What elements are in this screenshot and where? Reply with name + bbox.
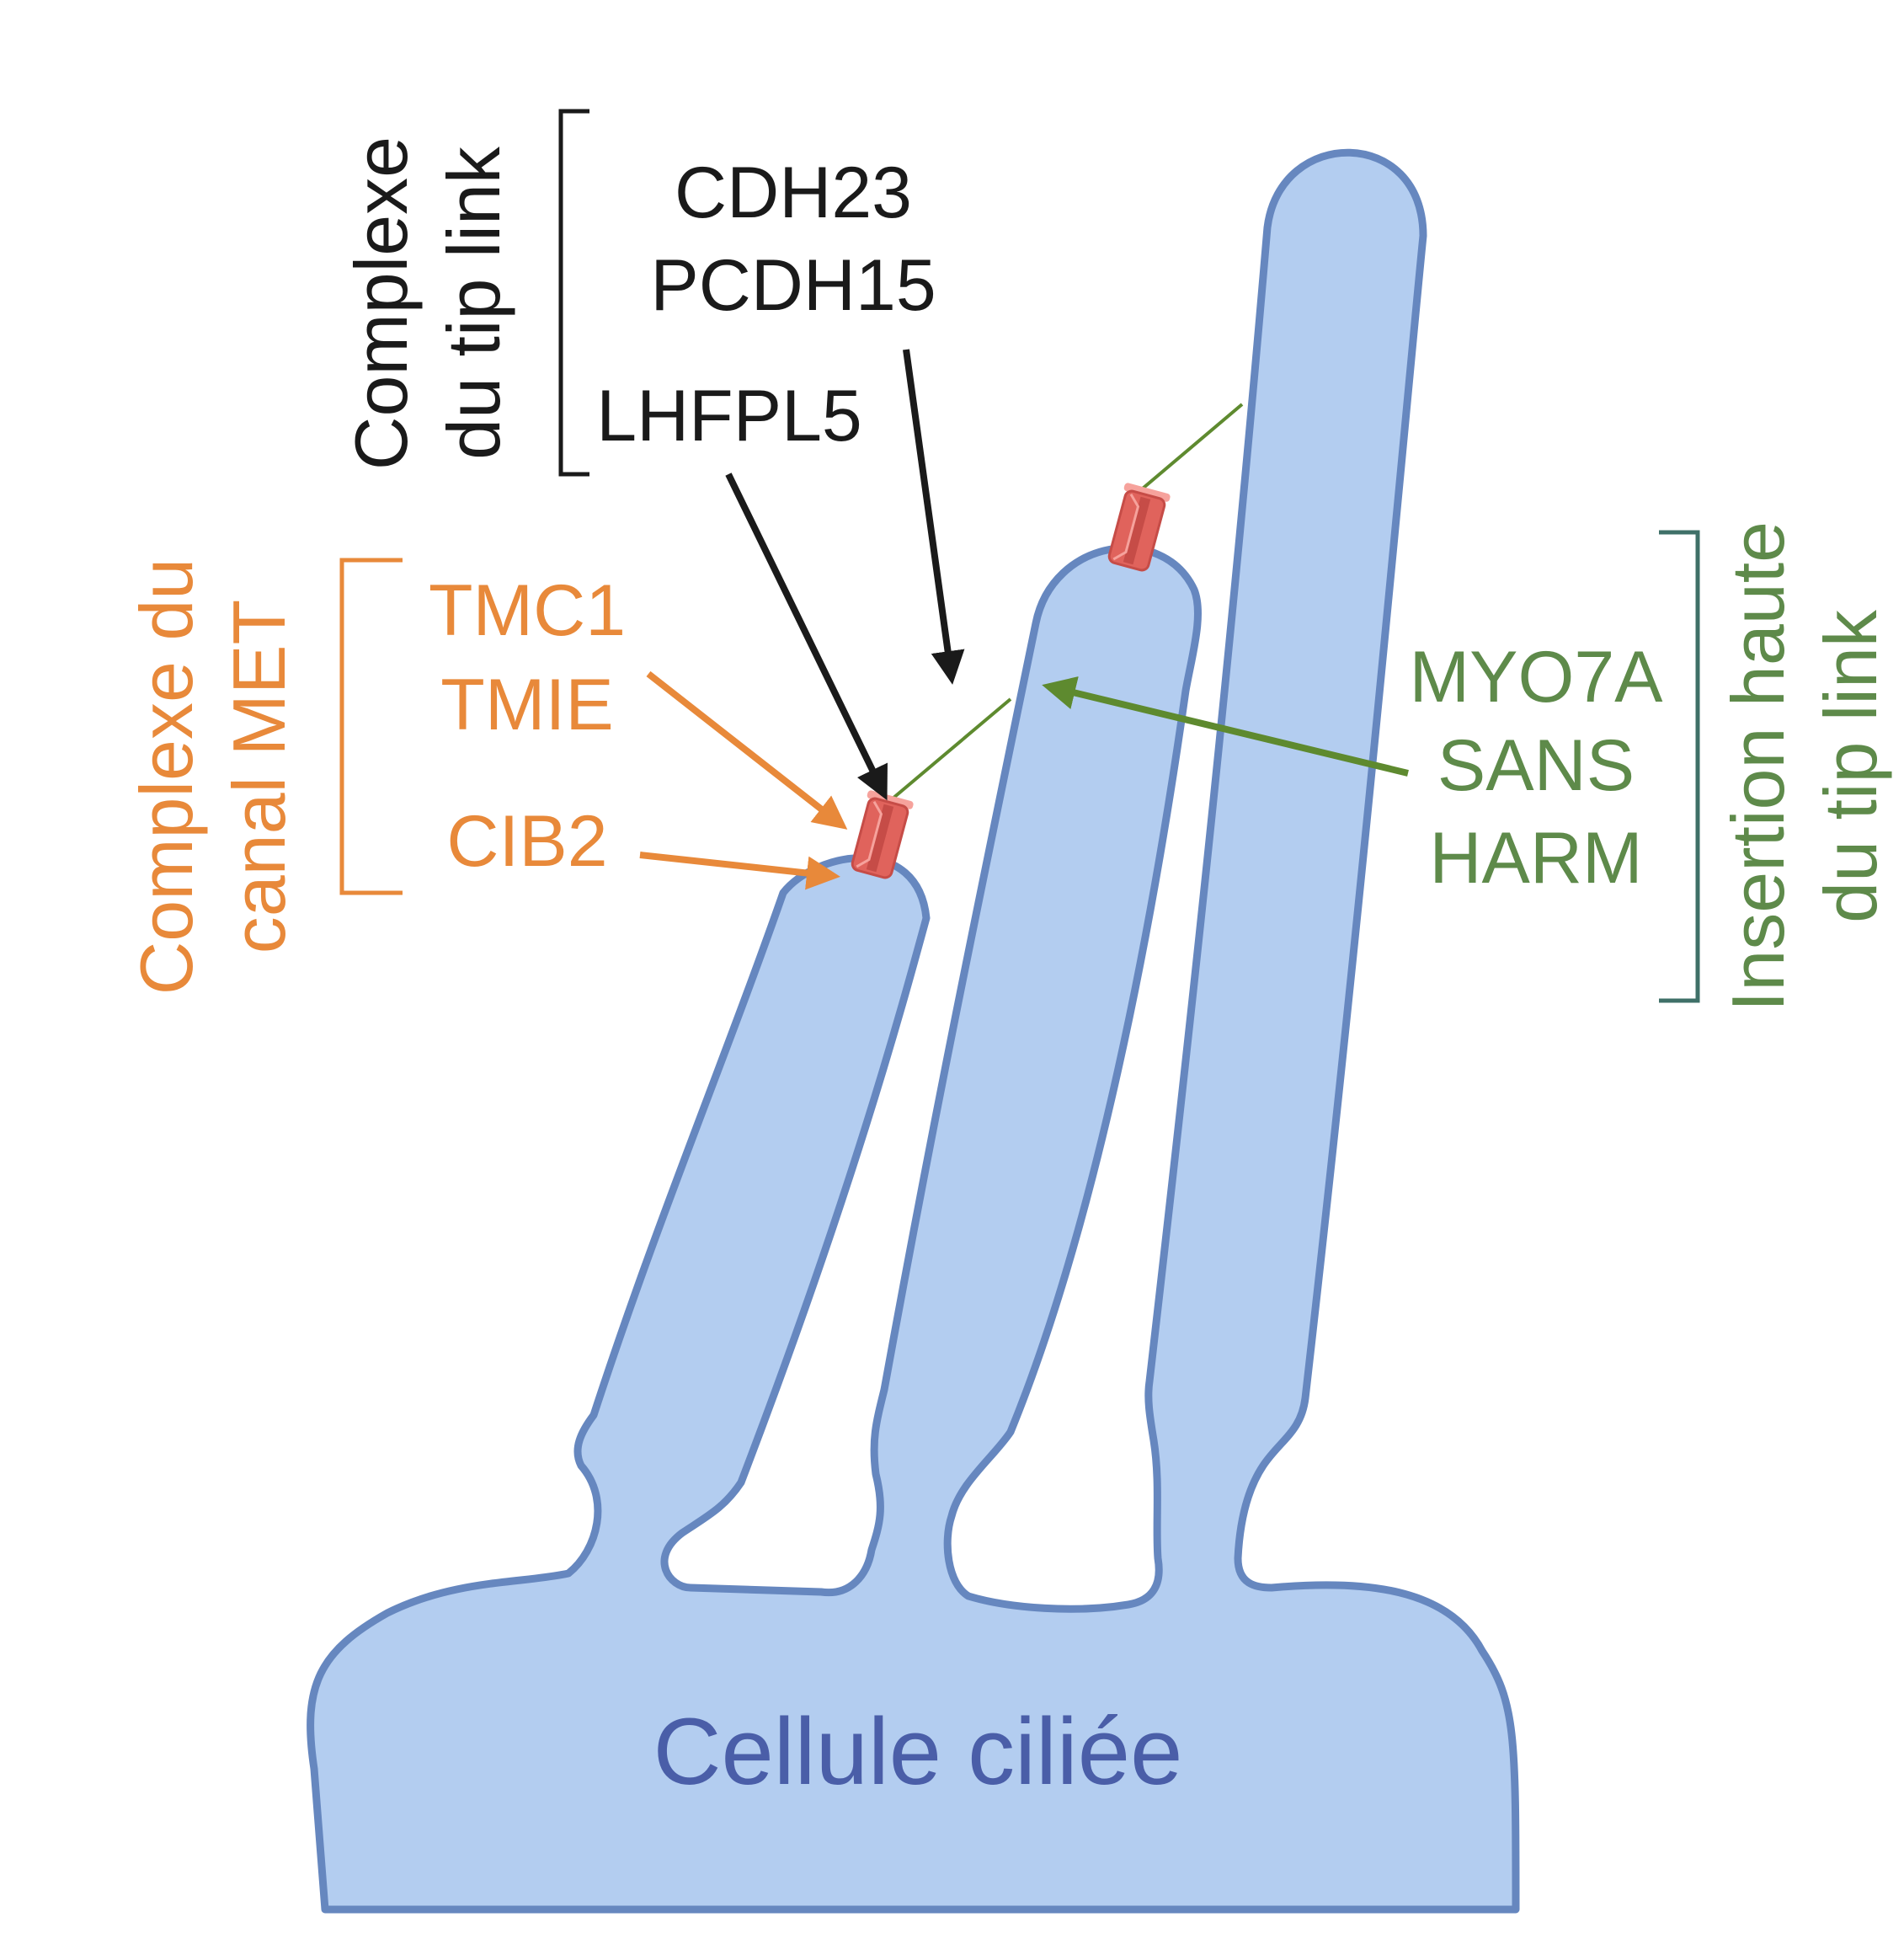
protein-cib2: CIB2 — [446, 801, 607, 882]
tip-link-bracket — [558, 109, 589, 477]
met-channel-icon — [1107, 483, 1171, 572]
hair-cell-body — [307, 148, 1520, 1914]
upper-title-line2: du tip link — [1809, 609, 1892, 923]
protein-sans: SANS — [1437, 725, 1635, 806]
tip-link-upper — [1131, 403, 1244, 499]
arrow-icon — [1042, 676, 1409, 777]
met-title-line2: canal MET — [217, 600, 301, 954]
met-bracket — [339, 558, 403, 895]
protein-cdh23: CDH23 — [675, 152, 912, 233]
arrow-icon — [725, 473, 888, 801]
upper-title-line1: Insertion haute — [1716, 521, 1800, 1012]
protein-tmc1: TMC1 — [429, 570, 626, 651]
protein-pcdh15: PCDH15 — [650, 245, 936, 326]
arrow-icon — [639, 852, 840, 890]
cell-label: Cellule ciliée — [653, 1699, 1183, 1804]
arrow-icon — [646, 670, 848, 830]
tip-link-title-line1: Complexe — [339, 136, 423, 470]
tip-link-lower — [891, 697, 1012, 800]
tip-link-title-line2: du tip link — [432, 146, 515, 460]
upper-insertion-bracket — [1659, 530, 1700, 1003]
met-title-line1: Complexe du — [125, 558, 208, 996]
protein-tmie: TMIE — [440, 665, 613, 745]
protein-lhfpl5: LHFPL5 — [596, 376, 862, 457]
protein-harm: HARM — [1429, 818, 1642, 899]
arrow-icon — [903, 349, 965, 685]
met-channel-icon — [851, 790, 914, 879]
protein-myo7a: MYO7A — [1409, 637, 1663, 718]
